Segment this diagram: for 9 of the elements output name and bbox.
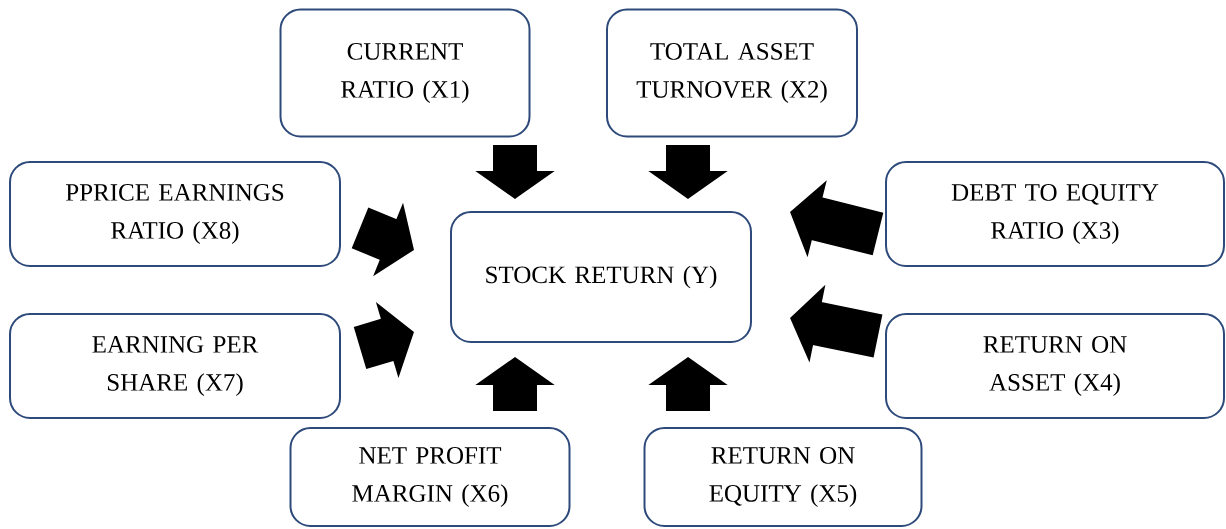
process-box: EARNING PER SHARE (X7)	[9, 313, 341, 419]
process-box: DEBT TO EQUITY RATIO (X3)	[885, 161, 1225, 267]
process-box: PPRICE EARNINGS RATIO (X8)	[9, 161, 341, 267]
process-box: STOCK RETURN (Y)	[450, 211, 752, 343]
process-box: RETURN ON ASSET (X4)	[885, 313, 1225, 419]
process-box: TOTAL ASSET TURNOVER (X2)	[606, 8, 858, 138]
process-box: RETURN ON EQUITY (X5)	[643, 427, 923, 527]
process-box: CURRENT RATIO (X1)	[279, 8, 531, 138]
process-box: NET PROFIT MARGIN (X6)	[289, 427, 571, 527]
